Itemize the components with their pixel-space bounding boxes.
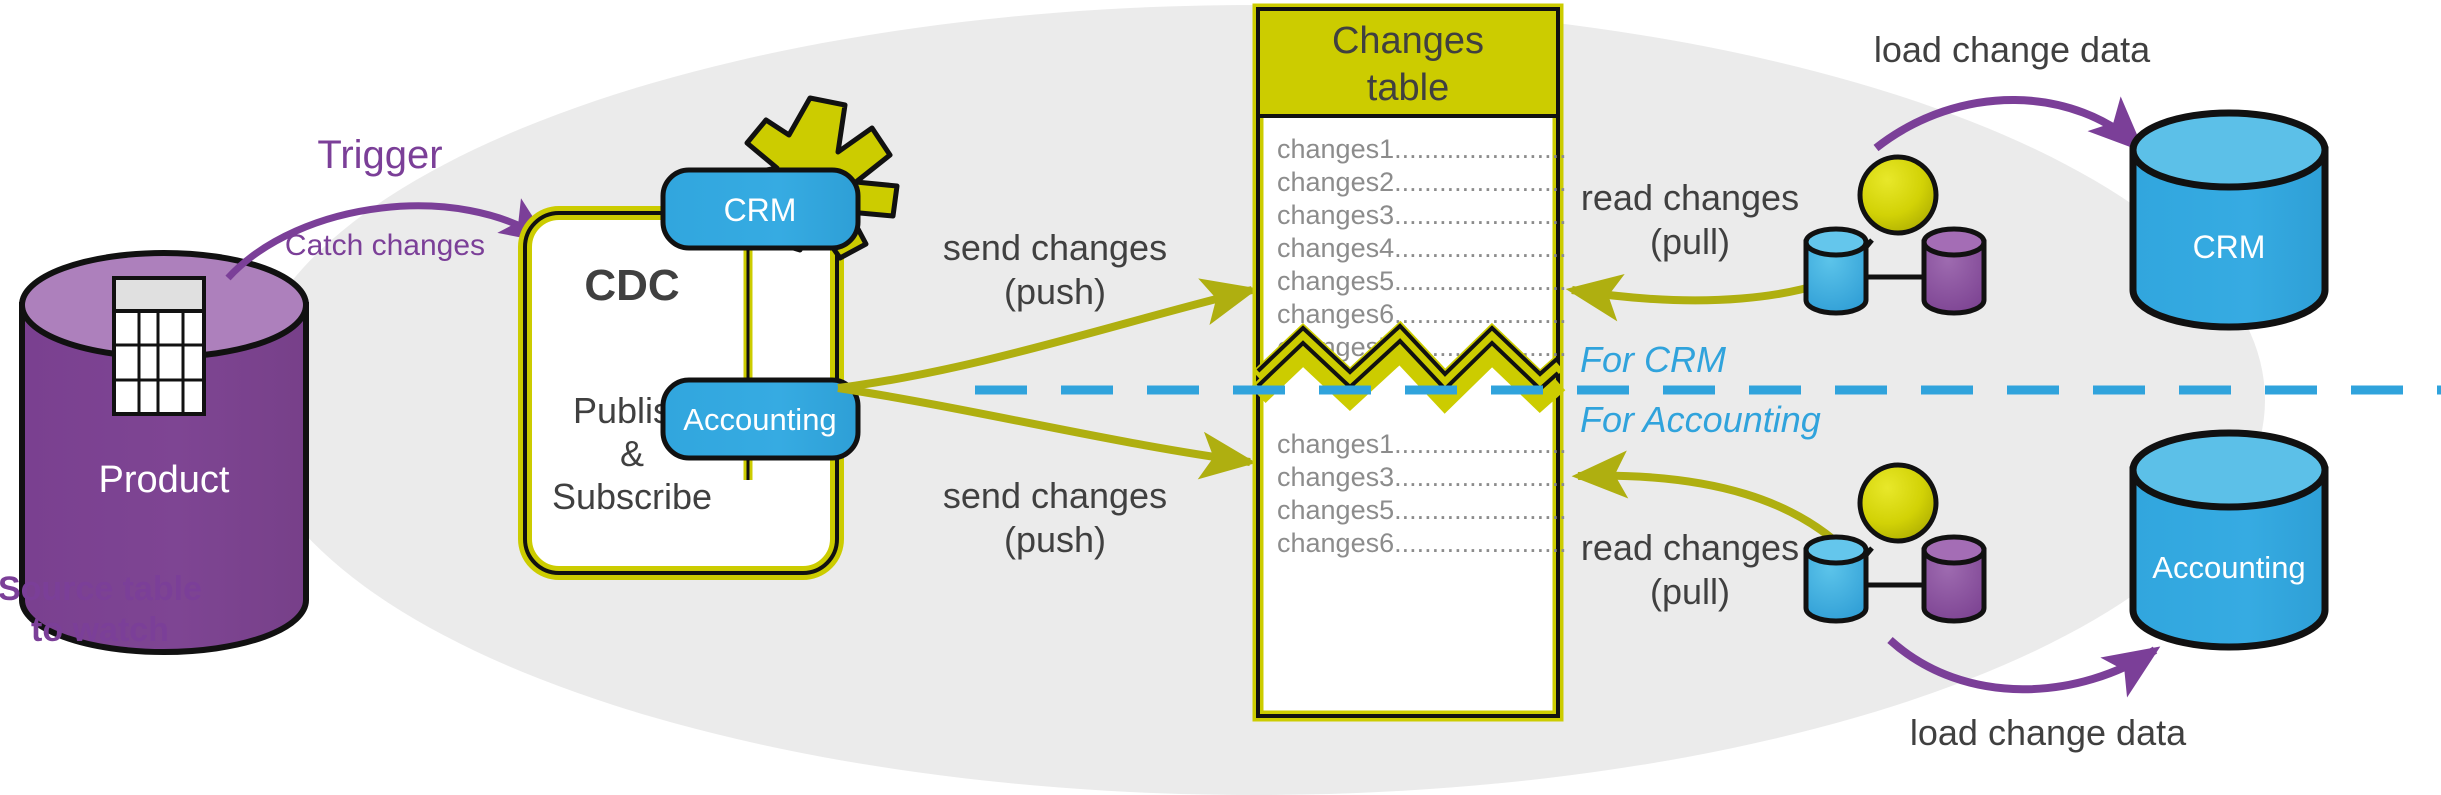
catch-changes-label: Catch changes — [285, 229, 485, 262]
changes-row: changes3....................... — [1277, 200, 1567, 230]
changes-table-title-line2: table — [1367, 67, 1449, 109]
changes-row: changes4....................... — [1277, 233, 1567, 263]
cdc-line3: Subscribe — [552, 476, 712, 517]
changes-row: changes6....................... — [1277, 299, 1567, 329]
changes-table-title-line1: Changes — [1332, 20, 1484, 62]
push-arrows — [837, 278, 1259, 480]
push-accounting-line1: send changes — [943, 475, 1167, 516]
target-database-crm-label: CRM — [2193, 229, 2266, 265]
cdc-topic-accounting[interactable]: Accounting — [660, 377, 861, 461]
push-label-crm: send changes (push) — [943, 227, 1167, 312]
push-crm-line1: send changes — [943, 227, 1167, 268]
consumer-icon-accounting — [1803, 462, 1987, 624]
load-crm-label: load change data — [1874, 29, 2151, 70]
load-accounting-label: load change data — [1910, 712, 2187, 753]
target-database-accounting: Accounting — [2129, 429, 2329, 651]
cdc-topic-accounting-label: Accounting — [683, 402, 836, 437]
pull-label-crm: read changes (pull) — [1581, 177, 1799, 262]
pull-label-accounting: read changes (pull) — [1581, 527, 1799, 612]
source-database-label: Product — [99, 459, 230, 501]
push-label-accounting: send changes (push) — [943, 475, 1167, 560]
load-arrow-crm: load change data — [1873, 29, 2151, 153]
pull-crm-line2: (pull) — [1650, 221, 1730, 262]
cdc-topic-crm-label: CRM — [724, 192, 797, 228]
partition-label-for-accounting: For Accounting — [1580, 399, 1821, 440]
changes-row: changes5....................... — [1277, 495, 1567, 525]
changes-row: changes3....................... — [1277, 462, 1567, 492]
changes-table-accounting-rows: changes1....................... changes3… — [1277, 429, 1567, 558]
cdc-line2: & — [620, 433, 644, 474]
source-caption: Source table to watch — [0, 570, 202, 649]
source-caption-line2: to watch — [31, 611, 169, 649]
push-accounting-line2: (push) — [1004, 519, 1106, 560]
partition-labels: For CRM For Accounting — [1580, 339, 1821, 440]
changes-row: changes6....................... — [1277, 528, 1567, 558]
target-database-accounting-label: Accounting — [2152, 550, 2305, 585]
changes-row: changes2....................... — [1277, 167, 1567, 197]
changes-table-crm-rows: changes1....................... changes2… — [1277, 134, 1567, 362]
pull-accounting-line1: read changes — [1581, 527, 1799, 568]
changes-row: changes1....................... — [1277, 134, 1567, 164]
load-arrow-accounting: load change data — [1887, 637, 2187, 753]
consumer-icon-crm — [1803, 154, 1987, 316]
source-table-grid — [112, 276, 206, 416]
changes-row: changes5....................... — [1277, 266, 1567, 296]
target-database-crm: CRM — [2129, 109, 2329, 331]
source-caption-line1: Source table — [0, 570, 202, 608]
changes-row: changes1....................... — [1277, 429, 1567, 459]
trigger-label: Trigger — [317, 133, 442, 177]
cdc-title: CDC — [584, 261, 679, 310]
trigger-arrow-group: Trigger Catch changes — [225, 133, 550, 281]
push-crm-line2: (push) — [1004, 271, 1106, 312]
cdc-topic-crm[interactable]: CRM — [660, 167, 861, 251]
partition-label-for-crm: For CRM — [1580, 339, 1726, 380]
pull-crm-line1: read changes — [1581, 177, 1799, 218]
pull-accounting-line2: (pull) — [1650, 571, 1730, 612]
